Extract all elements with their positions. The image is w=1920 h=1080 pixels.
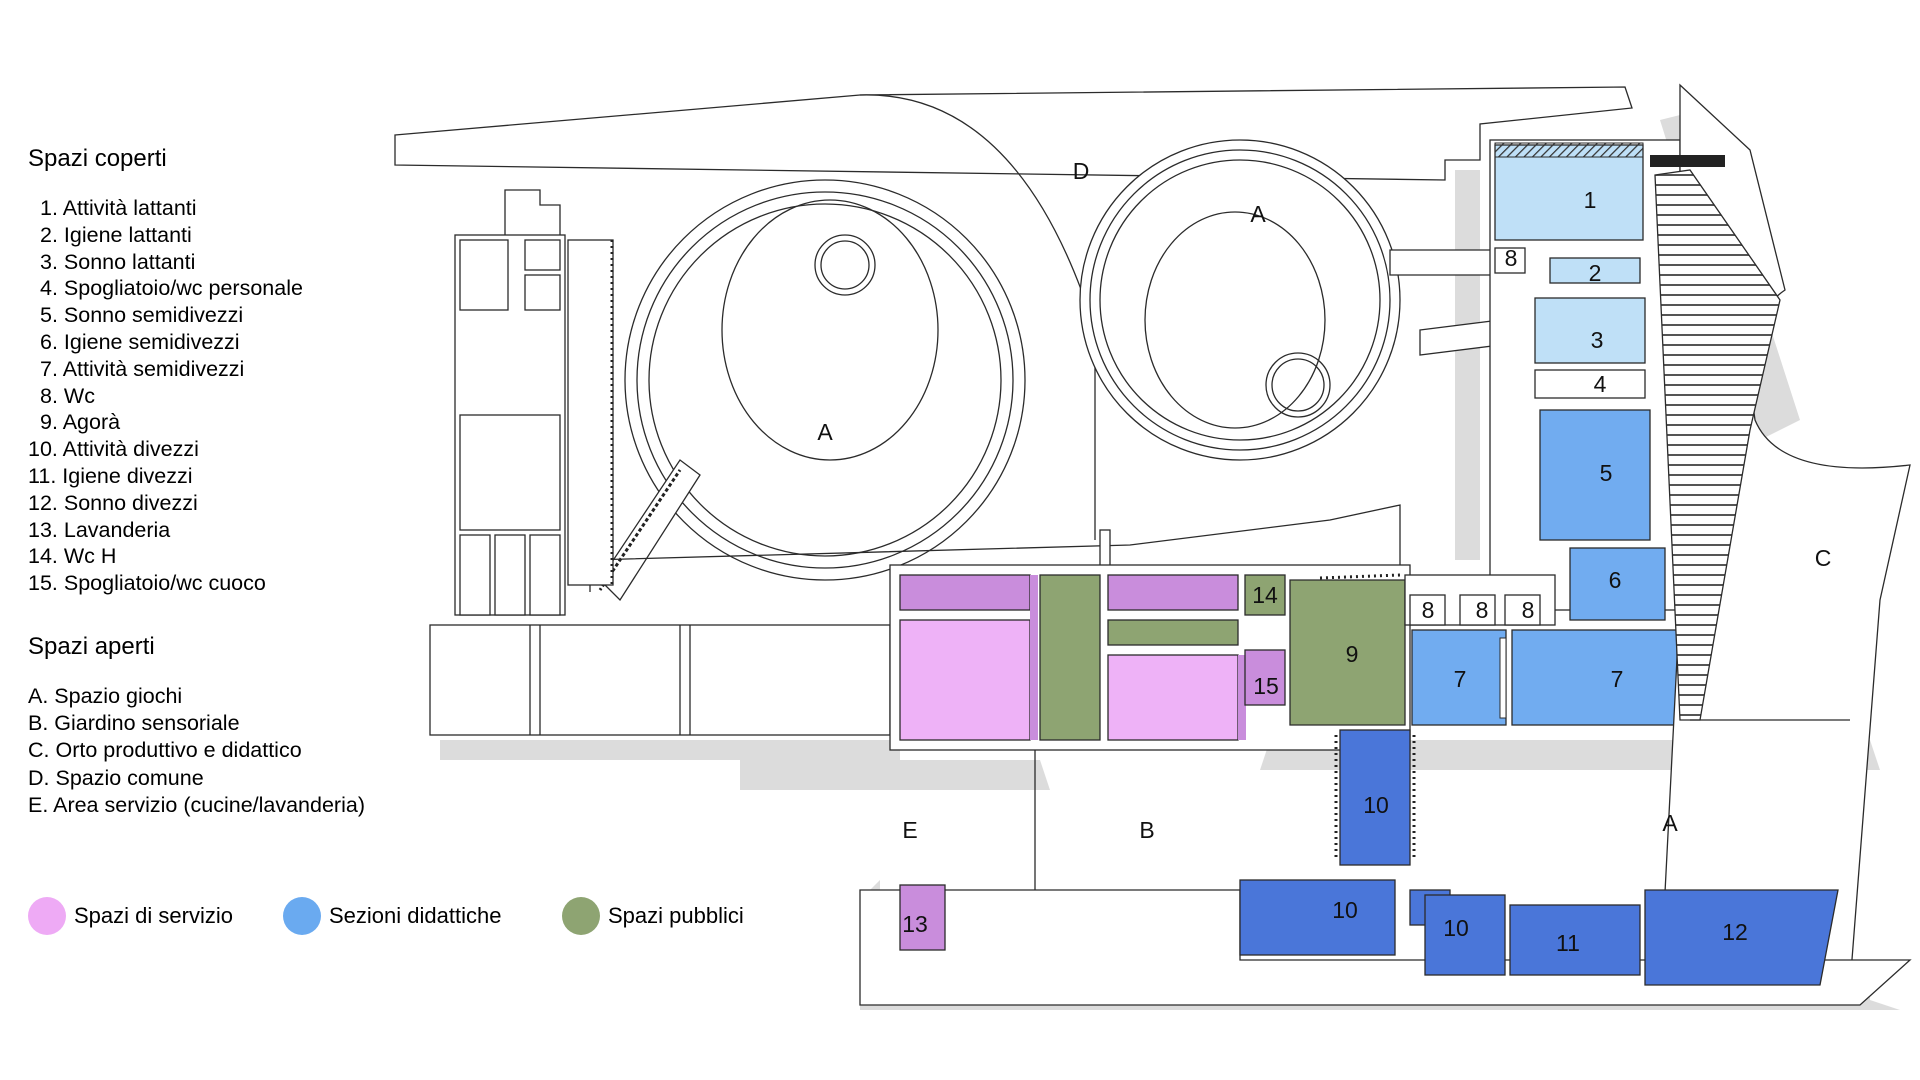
covered-space-item: 6. Igiene semidivezzi [40, 329, 240, 354]
room-label: 1 [1584, 187, 1597, 213]
open-space-item: B. Giardino sensoriale [28, 711, 240, 736]
covered-space-item: 11. Igiene divezzi [28, 463, 193, 488]
room-label: 8 [1505, 245, 1518, 271]
room-2 [1549, 257, 1641, 284]
central-block [889, 564, 1411, 960]
room-label: 10 [1443, 915, 1469, 941]
room-label: 13 [902, 911, 928, 937]
covered-space-item: 9. Agorà [40, 410, 121, 435]
room-labels: 1 2 3 4 5 6 7 7 8 8 8 8 9 10 10 10 11 12… [817, 158, 1831, 956]
open-spaces-title: Spazi aperti [28, 632, 155, 660]
covered-space-item: 2. Igiene lattanti [40, 222, 192, 247]
category-label: Spazi di servizio [74, 903, 233, 928]
covered-space-item: 7. Attività semidivezzi [40, 356, 245, 381]
room-15 [1244, 649, 1286, 706]
covered-space-item: 3. Sonno lattanti [40, 249, 196, 274]
room-label: 10 [1332, 897, 1358, 923]
room-11 [1509, 904, 1641, 976]
service-room [1107, 574, 1239, 611]
category-didactic: Sezioni didattiche [283, 896, 501, 936]
category-label: Sezioni didattiche [329, 903, 502, 928]
zone-label: A [1250, 201, 1266, 227]
covered-space-item: 1. Attività lattanti [40, 196, 197, 220]
room-7 [1411, 629, 1507, 726]
covered-spaces-title: Spazi coperti [28, 145, 167, 172]
room-14 [1244, 574, 1286, 616]
service-room [899, 574, 1031, 611]
zone-label: D [1073, 158, 1090, 184]
left-circle-playground [598, 179, 1026, 602]
public-room [1039, 574, 1101, 741]
room-label: 12 [1722, 919, 1748, 945]
open-space-item: E. Area servizio (cucine/lavanderia) [28, 792, 365, 817]
room-10 [1424, 894, 1506, 976]
room-10 [1339, 729, 1411, 866]
covered-space-item: 15. Spogliatoio/wc cuoco [28, 571, 266, 596]
category-public: Spazi pubblici [562, 896, 744, 936]
covered-space-item: 10. Attività divezzi [28, 437, 199, 462]
stairs [1654, 169, 1781, 721]
service-room [899, 619, 1031, 741]
room-1 [1494, 144, 1644, 241]
south-section [859, 879, 1912, 1006]
public-room [1107, 619, 1239, 646]
open-space-item: C. Orto produttivo e didattico [28, 738, 302, 763]
category-dot-icon [28, 897, 66, 935]
room-label: 2 [1589, 260, 1602, 286]
room-9 [1289, 579, 1406, 726]
category-dot-icon [283, 897, 321, 935]
zone-label: C [1815, 545, 1832, 571]
room-label: 7 [1611, 666, 1624, 692]
room-label: 9 [1346, 641, 1359, 667]
room-5 [1539, 409, 1651, 541]
open-space-item: D. Spazio comune [28, 765, 204, 790]
room-label: 8 [1422, 597, 1435, 623]
room-3 [1534, 297, 1646, 364]
terrace-d-outline [394, 86, 1633, 540]
room-label: 3 [1591, 327, 1604, 353]
covered-space-item: 13. Lavanderia [28, 517, 171, 542]
room-label: 7 [1454, 666, 1467, 692]
room-label: 11 [1556, 930, 1580, 956]
room-label: 8 [1476, 597, 1489, 623]
service-room [1107, 654, 1239, 741]
covered-space-item: 5. Sonno semidivezzi [40, 303, 244, 328]
room-6 [1569, 547, 1666, 621]
category-service: Spazi di servizio [28, 896, 233, 936]
right-didactic-wing [1334, 139, 1681, 866]
garden-c-and-steps [1650, 83, 1911, 991]
room-label: 4 [1594, 371, 1607, 397]
covered-space-item: 8. Wc [40, 383, 95, 408]
room-label: 8 [1522, 597, 1535, 623]
room-label: 5 [1600, 460, 1613, 486]
open-space-item: A. Spazio giochi [28, 683, 183, 708]
covered-space-item: 12. Sonno divezzi [28, 490, 198, 515]
category-label: Spazi pubblici [608, 903, 744, 928]
room-13 [899, 884, 946, 951]
category-dot-icon [562, 897, 600, 935]
zone-label: B [1139, 817, 1154, 843]
right-circle-playground [1079, 139, 1501, 461]
room-12 [1644, 889, 1839, 986]
zone-label: A [1662, 810, 1678, 836]
room-label: 6 [1609, 567, 1622, 593]
room-label: 10 [1363, 792, 1389, 818]
covered-space-item: 14. Wc H [28, 544, 117, 569]
room-7 [1511, 629, 1678, 726]
left-service-wing [429, 189, 891, 736]
room-label: 15 [1253, 673, 1279, 699]
room-10 [1239, 879, 1396, 956]
zone-label: E [902, 817, 917, 843]
covered-space-item: 4. Spogliatoio/wc personale [40, 276, 303, 301]
room-label: 14 [1252, 582, 1278, 608]
zone-label: A [817, 419, 833, 445]
